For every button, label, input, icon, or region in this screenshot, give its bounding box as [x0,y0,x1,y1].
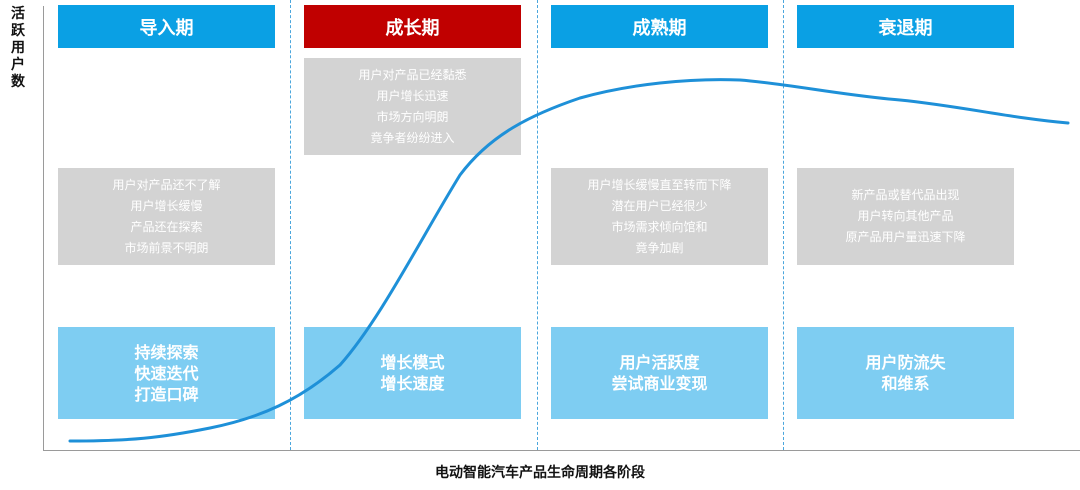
y-axis-label-char: 跃 [11,23,25,39]
strategy-item: 用户防流失 [865,353,946,372]
phase-strategy-decline: 用户防流失 和维系 [797,327,1014,419]
characteristic-item: 用户对产品还不了解 [112,177,221,192]
phase-characteristics-maturity: 用户增长缓慢直至转而下降 潜在用户已经很少 市场需求倾向馆和 竟争加剧 [551,168,768,265]
strategy-item: 快速迭代 [134,363,199,383]
characteristic-item: 用户增长缓慢 [130,198,203,213]
characteristic-item: 用户增长缓慢直至转而下降 [587,177,732,192]
characteristic-item: 潜在用户已经很少 [611,198,708,213]
y-axis-label-char: 数 [11,74,25,90]
characteristic-item: 用户增长迅速 [376,88,449,103]
characteristic-item: 竟争加剧 [635,240,684,255]
characteristic-item: 原产品用户量迅速下降 [845,230,966,244]
phase-characteristics-introduction: 用户对产品还不了解 用户增长缓慢 产品还在探索 市场前景不明朗 [58,168,275,265]
phase-strategy-maturity: 用户活跃度 尝试商业变现 [551,327,768,419]
phase-header-growth: 成长期 [304,5,521,48]
phase-divider [290,0,291,450]
phase-header-introduction: 导入期 [58,5,275,48]
y-axis-label-char: 活 [11,6,25,22]
strategy-item: 增长速度 [380,374,445,393]
y-axis-label: 活跃用户数 [8,6,28,91]
strategy-item: 用户活跃度 [619,353,700,372]
x-axis-line [43,450,1080,451]
characteristic-item: 产品还在探索 [130,219,203,234]
characteristic-item: 新产品或替代品出现 [851,188,960,202]
characteristic-item: 市场前景不明朗 [124,240,209,255]
phase-divider [537,0,538,450]
strategy-item: 打造口碑 [134,384,199,404]
phase-header-maturity: 成熟期 [551,5,768,48]
characteristic-item: 竟争者纷纷进入 [370,130,455,145]
phase-characteristics-growth: 用户对产品已经黏悉 用户增长迅速 市场方向明朗 竟争者纷纷进入 [304,58,521,155]
phase-strategy-growth: 增长模式 增长速度 [304,327,521,419]
characteristic-item: 用户对产品已经黏悉 [358,67,467,82]
phase-divider [783,0,784,450]
x-axis-label: 电动智能汽车产品生命周期各阶段 [435,465,645,481]
y-axis-label-char: 用 [11,40,25,56]
characteristic-item: 用户转向其他产品 [857,209,954,223]
phase-strategy-introduction: 持续探索 快速迭代 打造口碑 [58,327,275,419]
phase-characteristics-decline: 新产品或替代品出现 用户转向其他产品 原产品用户量迅速下降 [797,168,1014,265]
characteristic-item: 市场需求倾向馆和 [611,219,708,234]
strategy-item: 和维系 [881,374,930,393]
strategy-item: 尝试商业变现 [611,374,708,393]
strategy-item: 增长模式 [380,353,445,372]
phase-header-decline: 衰退期 [797,5,1014,48]
strategy-item: 持续探索 [134,342,199,362]
y-axis-line [43,6,44,450]
lifecycle-curve-line [68,78,1070,443]
characteristic-item: 市场方向明朗 [376,109,449,124]
y-axis-label-char: 户 [11,57,25,73]
